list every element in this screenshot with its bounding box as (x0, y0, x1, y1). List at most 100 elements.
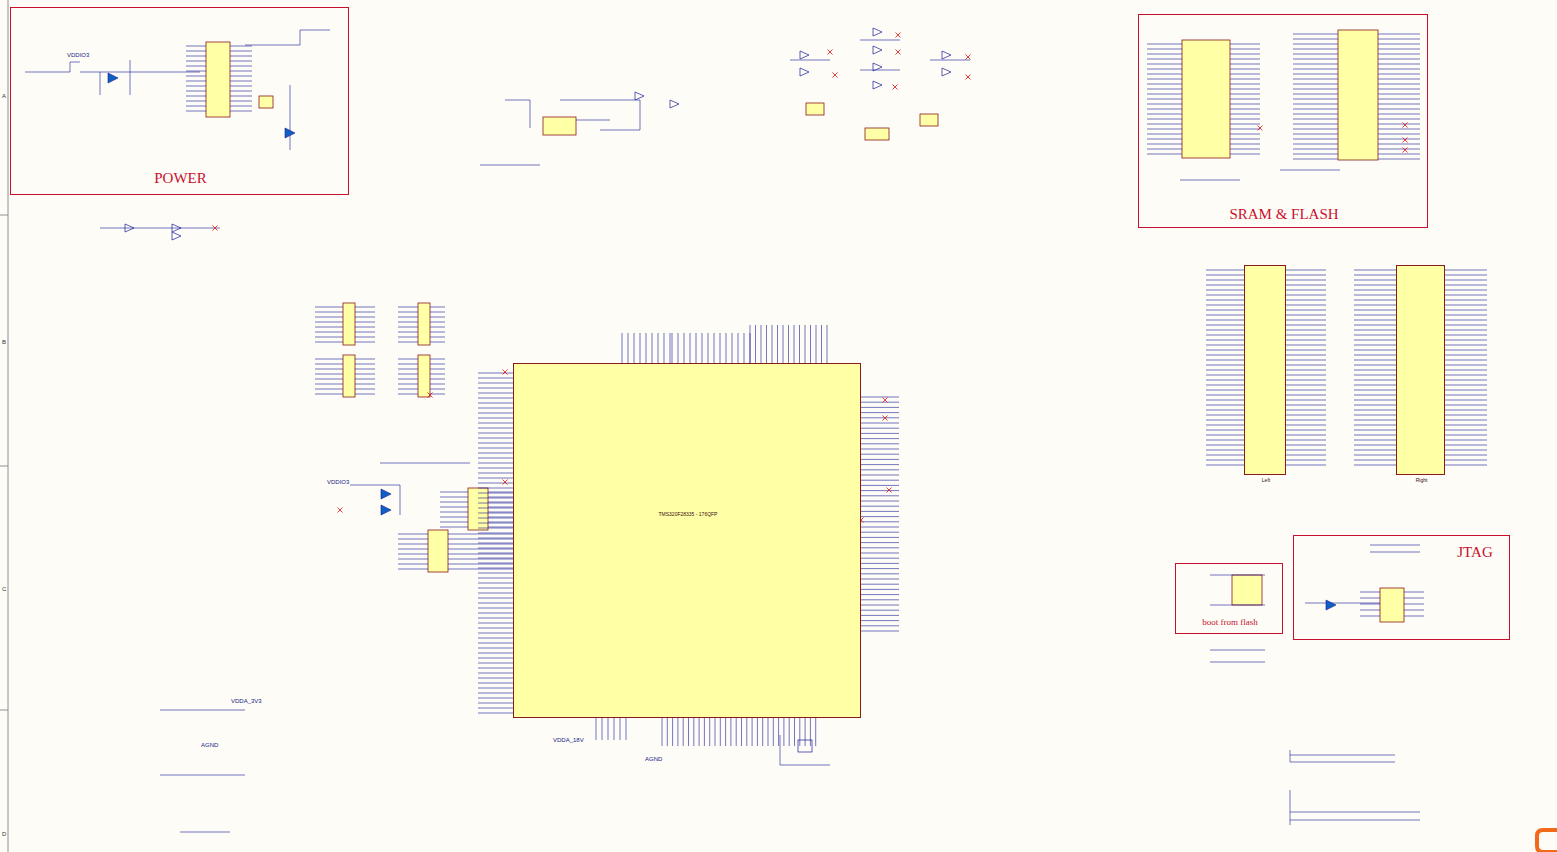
net-label: VDDA_18V (552, 737, 585, 744)
wire (315, 337, 343, 338)
grid-reference: C (1, 586, 7, 593)
wire (1445, 320, 1487, 321)
wire (478, 698, 513, 699)
wire (1206, 360, 1244, 361)
wire (1206, 380, 1244, 381)
chip-box: Right (1396, 265, 1445, 475)
wire (1404, 616, 1424, 617)
wire (1293, 44, 1338, 45)
wire (398, 359, 418, 360)
wire (488, 512, 513, 513)
wire (355, 364, 375, 365)
wire (1445, 435, 1487, 436)
wire (1206, 370, 1244, 371)
wire (315, 394, 343, 395)
wire (478, 453, 513, 454)
wire (355, 389, 375, 390)
wire (861, 625, 899, 626)
wire (1206, 465, 1244, 466)
wire (1230, 134, 1260, 135)
wire (1286, 420, 1326, 421)
wire (430, 384, 445, 385)
wire (1305, 603, 1380, 604)
wire (478, 683, 513, 684)
wire (762, 718, 763, 746)
wire (488, 497, 513, 498)
connector-name: Right (1397, 478, 1446, 484)
wire (652, 333, 653, 363)
wire (398, 539, 428, 540)
wire (315, 379, 343, 380)
wire (576, 120, 610, 121)
no-connect-mark (893, 85, 898, 90)
wire (1445, 430, 1487, 431)
wire (772, 325, 773, 363)
wire (398, 307, 418, 308)
wire (1286, 465, 1326, 466)
wire (736, 718, 737, 746)
wire (861, 599, 899, 600)
wire (1206, 405, 1244, 406)
wire (290, 85, 291, 150)
wire (1206, 320, 1244, 321)
wire (478, 583, 513, 584)
logic-gate-symbol (942, 51, 951, 59)
wire (478, 593, 513, 594)
wire (1286, 455, 1326, 456)
wire (1354, 290, 1396, 291)
wire (783, 325, 784, 363)
wire (1206, 295, 1244, 296)
wire (315, 364, 343, 365)
wire (448, 539, 513, 540)
wire (1206, 400, 1244, 401)
wire (1378, 44, 1420, 45)
wire (430, 322, 445, 323)
wire (1286, 390, 1326, 391)
connector-name: Left (1245, 478, 1287, 484)
wire (677, 718, 678, 746)
wire (1378, 69, 1420, 70)
wire (478, 488, 513, 489)
wire (1230, 64, 1260, 65)
wire (620, 718, 621, 740)
wire (1147, 54, 1182, 55)
wire (478, 498, 513, 499)
no-connect-mark (503, 370, 508, 375)
chip-symbol (1232, 575, 1262, 605)
wire (478, 493, 513, 494)
wire (670, 333, 671, 363)
no-connect-mark (338, 508, 343, 513)
wire (1286, 370, 1326, 371)
wire (1147, 84, 1182, 85)
wire (1378, 94, 1420, 95)
wire (430, 389, 445, 390)
wire (861, 589, 899, 590)
wire (788, 325, 789, 363)
wire (478, 448, 513, 449)
wire (478, 408, 513, 409)
wire (1445, 375, 1487, 376)
wire (478, 673, 513, 674)
wire (398, 549, 428, 550)
wire (1286, 435, 1326, 436)
diode-symbol (381, 489, 391, 499)
wire (810, 718, 811, 746)
wire (478, 393, 513, 394)
wire (430, 327, 445, 328)
diode-symbol (285, 128, 295, 138)
wire (440, 517, 468, 518)
chip-symbol (1380, 588, 1404, 622)
wire (827, 325, 828, 363)
wire (861, 443, 899, 444)
wire (315, 389, 343, 390)
wire (1293, 124, 1338, 125)
wire (1445, 295, 1487, 296)
wire (230, 76, 252, 77)
wire (861, 605, 899, 606)
wire (398, 559, 428, 560)
wire (693, 718, 694, 746)
section-title: boot from flash (1176, 617, 1284, 627)
wire (478, 558, 513, 559)
wire (861, 506, 899, 507)
wire (186, 76, 206, 77)
